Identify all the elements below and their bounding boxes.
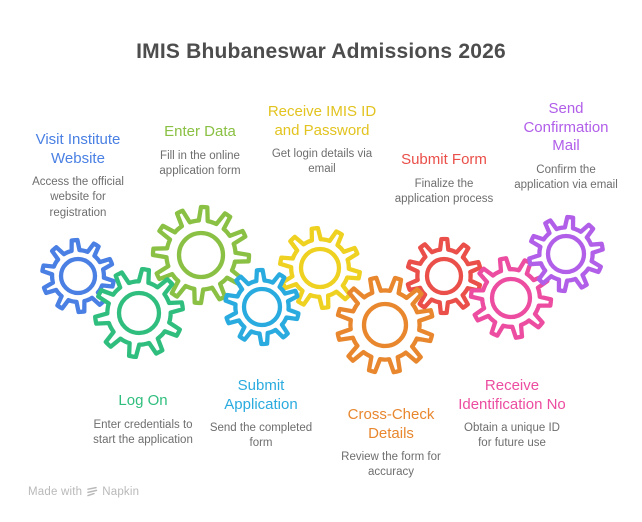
gear-submit-form xyxy=(405,236,483,316)
step-description: Confirm the application via email xyxy=(514,163,618,191)
step-description: Fill in the online application form xyxy=(159,149,241,177)
step-title: Submit Application xyxy=(224,377,298,413)
step-title: Send Confirmation Mail xyxy=(523,100,609,155)
step-enter-data: Enter Data Fill in the online applicatio… xyxy=(143,123,257,179)
step-description: Enter credentials to start the applicati… xyxy=(93,418,193,446)
step-title: Cross-Check Details xyxy=(347,406,435,442)
napkin-logo-icon xyxy=(87,486,98,497)
napkin-watermark: Made with Napkin xyxy=(28,486,139,498)
gear-submit-application xyxy=(223,267,301,347)
gear-enter-data xyxy=(150,204,252,306)
step-title: Log On xyxy=(118,392,168,409)
gear-cross-check-details xyxy=(335,275,435,375)
step-description: Review the form for accuracy xyxy=(341,451,441,479)
step-receive-identification-no: Receive Identification No Obtain a uniqu… xyxy=(456,377,568,452)
step-visit-institute-website: Visit Institute Website Access the offic… xyxy=(26,131,130,221)
step-receive-imis-id-and-password: Receive IMIS ID and Password Get login d… xyxy=(265,103,379,178)
step-title: Receive IMIS ID and Password xyxy=(267,103,377,139)
page-title: IMIS Bhubaneswar Admissions 2026 xyxy=(136,40,506,63)
step-title: Enter Data xyxy=(164,123,236,140)
step-submit-form: Submit Form Finalize the application pro… xyxy=(389,151,499,207)
step-description: Get login details via email xyxy=(271,148,373,176)
watermark-brand: Napkin xyxy=(102,486,140,498)
step-title: Receive Identification No xyxy=(458,377,566,413)
gear-visit-institute-website xyxy=(40,237,116,315)
step-title: Submit Form xyxy=(401,151,487,168)
gear-log-on xyxy=(93,266,185,360)
gear-send-confirmation-mail xyxy=(527,214,605,294)
step-title: Visit Institute Website xyxy=(35,131,121,167)
step-description: Access the official website for registra… xyxy=(32,176,124,219)
step-submit-application: Submit Application Send the completed fo… xyxy=(204,377,318,452)
step-log-on: Log On Enter credentials to start the ap… xyxy=(84,392,202,448)
step-description: Send the completed form xyxy=(209,422,313,450)
step-description: Obtain a unique ID for future use xyxy=(464,422,560,450)
step-cross-check-details: Cross-Check Details Review the form for … xyxy=(338,406,444,481)
step-description: Finalize the application process xyxy=(394,177,494,205)
watermark-prefix: Made with xyxy=(28,486,83,498)
gear-receive-imis-id-and-password xyxy=(278,225,362,311)
gear-receive-identification-no xyxy=(468,256,554,340)
step-send-confirmation-mail: Send Confirmation Mail Confirm the appli… xyxy=(510,100,622,193)
